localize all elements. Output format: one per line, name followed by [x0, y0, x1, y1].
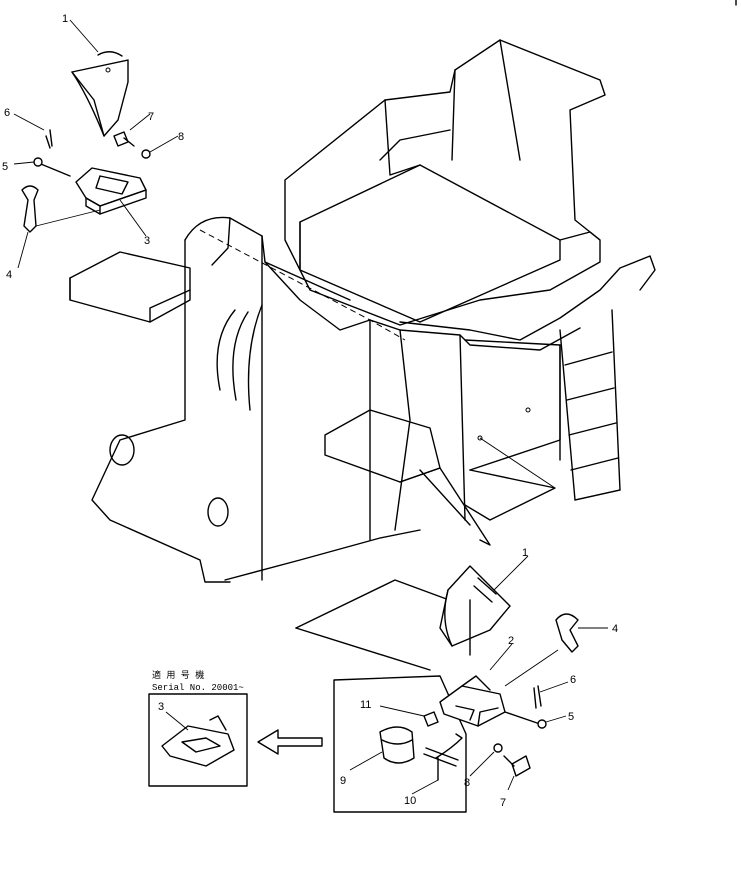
cotter-upper: [45, 135, 51, 149]
latch-upper: [21, 185, 39, 233]
label-lower-5: 5: [568, 711, 574, 723]
washer-upper: [141, 149, 151, 159]
label-upper-6: 6: [4, 107, 10, 119]
upper-chock-assembly: [21, 51, 151, 233]
label-lower-11: 11: [360, 699, 371, 711]
label-lower-7: 7: [500, 797, 506, 809]
label-lower-1: 1: [522, 547, 528, 559]
label-upper-4: 4: [6, 269, 12, 281]
lower-leaders: [349, 555, 608, 795]
label-lower-8: 8: [464, 777, 470, 789]
spring-clip: [435, 733, 463, 759]
label-upper-1: 1: [62, 13, 68, 25]
label-lower-10: 10: [404, 795, 416, 807]
label-upper-3: 3: [144, 235, 150, 247]
collar: [379, 726, 415, 764]
detail-frame: [333, 675, 467, 813]
lower-labels: 1 2 4 6 5 11 9 10 8 7: [340, 547, 618, 809]
upper-leaders: [13, 19, 179, 269]
short-pin: [423, 711, 439, 727]
wheel-chock-lower: [439, 565, 511, 647]
ground-plate: [295, 579, 461, 629]
inset-frame: [148, 693, 248, 787]
label-upper-5: 5: [2, 161, 8, 173]
label-upper-7: 7: [148, 111, 154, 123]
inset-label-3: 3: [158, 701, 164, 713]
lower-chock-assembly: [295, 565, 579, 813]
pin-lower: [504, 711, 541, 725]
label-lower-9: 9: [340, 775, 346, 787]
wheel-chock-upper: [71, 59, 129, 137]
inset-heading: 適 用 号 機: [152, 669, 204, 681]
latch-lower: [555, 613, 579, 653]
arrow-to-inset: [257, 729, 323, 755]
washer-lower: [493, 743, 503, 753]
machine-body: [69, 39, 656, 583]
serial-inset: 適 用 号 機 Serial No. 20001~ 3: [148, 669, 323, 787]
label-lower-6: 6: [570, 674, 576, 686]
upper-labels: 1 6 5 7 8 3 4: [2, 13, 184, 281]
bolt-lower: [511, 755, 531, 777]
label-lower-4: 4: [612, 623, 618, 635]
inset-serial: Serial No. 20001~: [152, 683, 244, 693]
label-upper-8: 8: [178, 131, 184, 143]
cotter-lower: [533, 687, 537, 709]
bracket-lower: [439, 685, 506, 727]
label-lower-2: 2: [508, 635, 514, 647]
inset-bracket: [161, 725, 235, 767]
